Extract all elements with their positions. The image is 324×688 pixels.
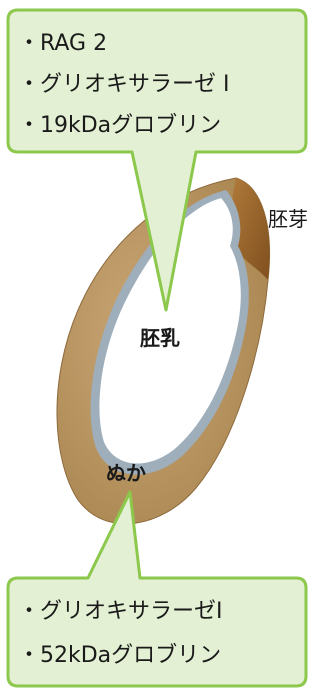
rice-grain	[56, 177, 271, 525]
bottom-callout-bubble	[6, 490, 308, 688]
top-callout-line-2: ・グリオキサラーゼ I	[18, 72, 229, 97]
germ-label: 胚芽	[268, 207, 308, 231]
bran-label: ぬか	[106, 461, 146, 485]
bottom-callout-line-2: ・52kDaグロブリン	[18, 643, 221, 668]
bottom-callout-line-1: ・グリオキサラーゼI	[18, 599, 223, 624]
top-callout-bubble	[6, 8, 308, 312]
bottom-callout: ・グリオキサラーゼI ・52kDaグロブリン	[6, 490, 308, 688]
top-callout-line-3: ・19kDaグロブリン	[18, 113, 221, 138]
germ	[230, 178, 270, 280]
top-callout-line-1: ・RAG 2	[18, 31, 107, 56]
top-callout: ・RAG 2 ・グリオキサラーゼ I ・19kDaグロブリン	[6, 8, 308, 312]
endosperm-label: 胚乳	[140, 326, 180, 350]
endosperm	[99, 198, 241, 464]
